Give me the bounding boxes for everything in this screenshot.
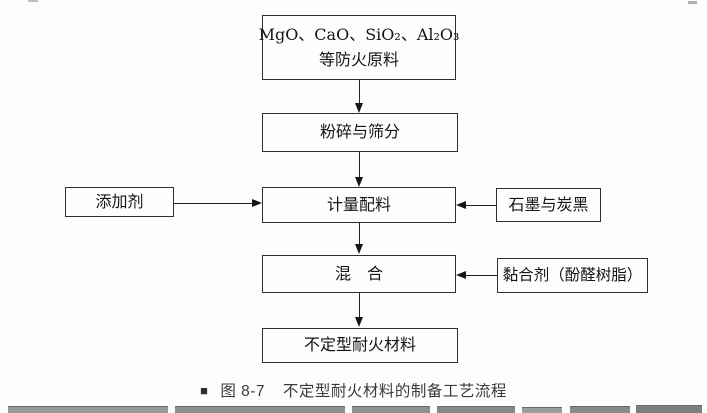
node-graphite-carbon: 石墨与炭黑 <box>496 188 601 222</box>
node-binder: 黏合剂（酚醛树脂） <box>497 258 648 293</box>
node-additive: 添加剂 <box>65 187 174 217</box>
arrow-down-icon <box>355 103 363 113</box>
scan-artifact-segment <box>570 406 630 413</box>
arrow-down-icon <box>355 317 363 327</box>
node-binder-label: 黏合剂（酚醛树脂） <box>502 266 643 285</box>
caption-figure-number: 图 8-7 <box>220 383 266 400</box>
node-raw-materials-line1: MgO、CaO、SiO₂、Al₂O₃ <box>258 24 460 44</box>
node-metering: 计量配料 <box>262 187 456 223</box>
arrow-mixing-to-product-line <box>359 293 360 318</box>
scan-artifact-segment <box>437 406 515 413</box>
arrow-right-icon <box>252 199 262 207</box>
arrow-raw-to-crush-line <box>359 80 360 104</box>
figure-caption: ■ 图 8-7 不定型耐火材料的制备工艺流程 <box>0 379 707 401</box>
scan-artifact-segment <box>175 406 345 413</box>
arrow-metering-to-mixing-line <box>359 223 360 245</box>
caption-square-bullet-icon: ■ <box>200 383 209 398</box>
scan-speck <box>28 0 38 2</box>
arrow-binder-to-mixing-line <box>465 275 497 276</box>
node-product-label: 不定型耐火材料 <box>303 335 416 355</box>
node-mixing-label: 混 合 <box>334 263 383 283</box>
scan-artifact-segment <box>522 407 562 413</box>
arrow-left-icon <box>456 271 466 279</box>
arrow-down-icon <box>355 177 363 187</box>
scan-artifact-segment <box>636 405 702 413</box>
node-product: 不定型耐火材料 <box>262 328 458 363</box>
arrow-left-icon <box>456 201 466 209</box>
scan-speck <box>688 1 697 4</box>
arrow-additive-to-metering-line <box>174 203 253 204</box>
caption-title: 不定型耐火材料的制备工艺流程 <box>282 383 507 400</box>
node-raw-materials-line2: 等防火原料 <box>318 49 399 69</box>
node-metering-label: 计量配料 <box>326 194 391 214</box>
arrow-down-icon <box>355 244 363 254</box>
scan-artifact-segment <box>8 406 168 413</box>
node-raw-materials: MgO、CaO、SiO₂、Al₂O₃ 等防火原料 <box>259 15 459 80</box>
node-crush-sieve-label: 粉碎与筛分 <box>319 122 400 142</box>
arrow-graphite-to-metering-line <box>465 205 496 206</box>
node-mixing: 混 合 <box>262 255 456 293</box>
node-graphite-carbon-label: 石墨与炭黑 <box>508 194 589 214</box>
arrow-crush-to-metering-line <box>359 152 360 178</box>
scan-artifact-segment <box>352 406 430 413</box>
node-additive-label: 添加剂 <box>95 191 144 211</box>
node-crush-sieve: 粉碎与筛分 <box>262 113 458 152</box>
